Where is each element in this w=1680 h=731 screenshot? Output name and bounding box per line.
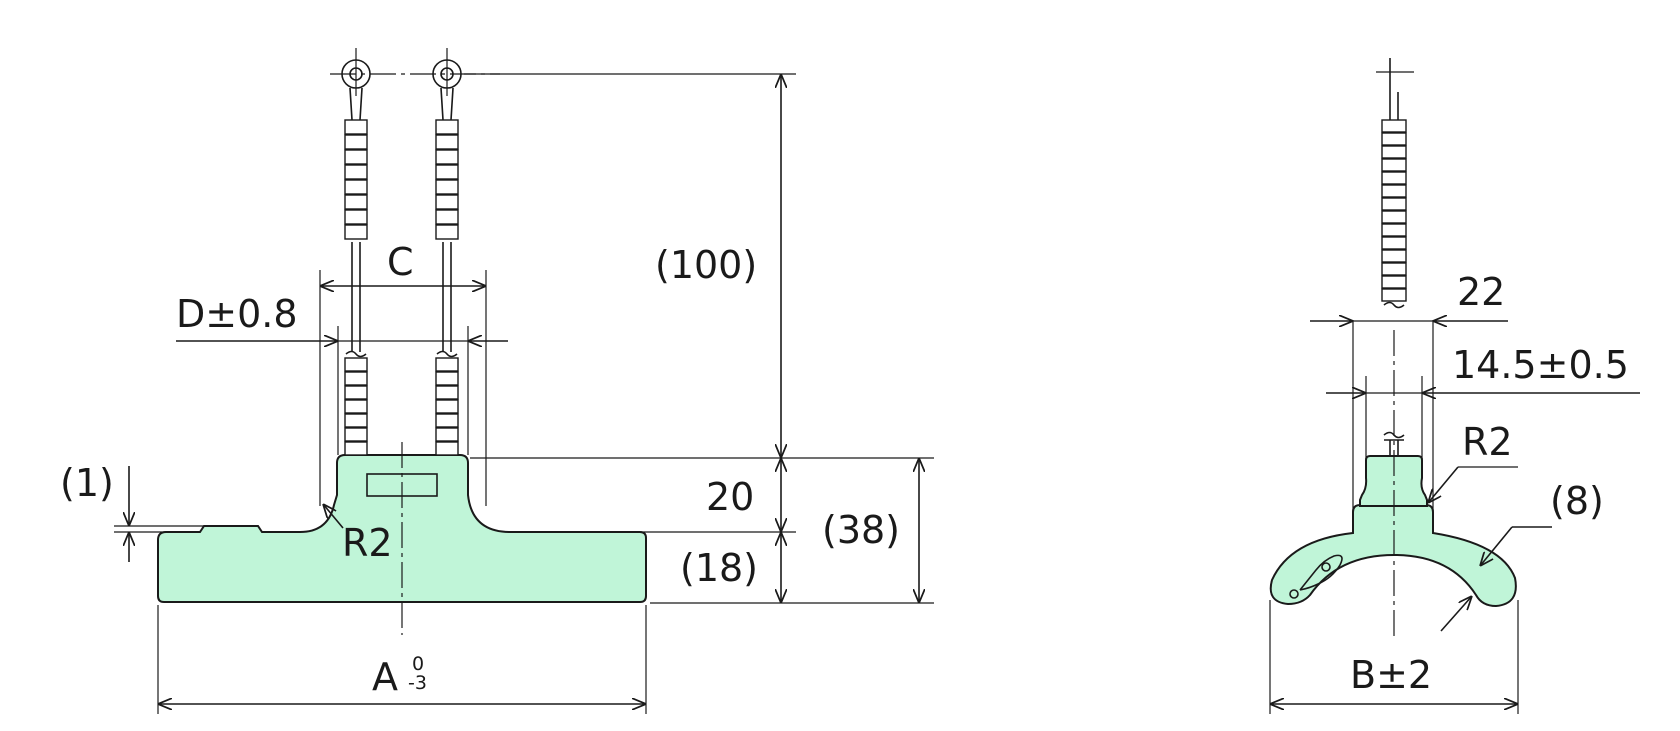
sleeve-bead xyxy=(1381,197,1407,211)
sleeve-bead xyxy=(435,119,459,135)
label-d: D±0.8 xyxy=(176,292,298,336)
label-total-height: (38) xyxy=(822,508,900,552)
sleeve-bead xyxy=(344,164,368,180)
sleeve-bead xyxy=(344,385,368,400)
sleeve-bead xyxy=(435,371,459,386)
sleeve-bead xyxy=(1381,249,1407,263)
sleeve-bead xyxy=(344,413,368,428)
label-a-tol-lower: -3 xyxy=(408,672,427,694)
sleeve-bead xyxy=(344,179,368,195)
sleeve-bead xyxy=(344,134,368,150)
label-lead-length: (100) xyxy=(655,243,757,287)
sleeve-bead xyxy=(435,134,459,150)
sleeve-bead xyxy=(344,399,368,414)
sleeve-bead xyxy=(435,164,459,180)
sleeve-bead xyxy=(1381,171,1407,185)
sleeve-bead xyxy=(1381,236,1407,250)
sleeve-bead xyxy=(1381,223,1407,237)
label-a-tol-upper: 0 xyxy=(412,653,424,675)
sleeve-bead xyxy=(1381,145,1407,159)
front-radius-leader xyxy=(323,504,344,529)
lead-wire-right xyxy=(432,48,462,456)
sleeve-bead xyxy=(435,427,459,442)
sleeve-bead xyxy=(344,427,368,442)
sleeve-bead xyxy=(1381,288,1407,302)
sleeve-bead xyxy=(344,149,368,165)
side-radius-leader xyxy=(1428,466,1459,503)
label-base-height: (18) xyxy=(680,546,758,590)
sleeve-bead xyxy=(435,149,459,165)
label-b: B±2 xyxy=(1350,653,1432,697)
label-width-inner: 14.5±0.5 xyxy=(1452,343,1629,387)
sleeve-bead xyxy=(344,371,368,386)
side-curved-base xyxy=(1269,504,1517,608)
side-lead-wire xyxy=(1376,58,1414,456)
sleeve-bead xyxy=(344,357,368,372)
sleeve-bead xyxy=(435,194,459,210)
label-side-radius: R2 xyxy=(1462,420,1513,464)
sleeve-bead xyxy=(435,179,459,195)
sleeve-bead xyxy=(435,441,459,456)
sleeve-bead xyxy=(435,413,459,428)
sleeve-bead xyxy=(435,224,459,240)
sleeve-bead xyxy=(1381,210,1407,224)
label-thickness: (8) xyxy=(1550,479,1604,523)
sleeve-bead xyxy=(1381,275,1407,289)
dim-thickness-arrow-bottom xyxy=(1440,596,1472,632)
sleeve-bead xyxy=(344,224,368,240)
sleeve-bead xyxy=(344,194,368,210)
sleeve-bead xyxy=(344,441,368,456)
dim-thickness-arrow-top xyxy=(1480,526,1513,566)
sleeve-bead xyxy=(435,209,459,225)
sleeve-bead xyxy=(1381,262,1407,276)
label-front-radius: R2 xyxy=(342,521,393,565)
sleeve-bead xyxy=(344,209,368,225)
sleeve-bead xyxy=(1381,132,1407,146)
label-a: A xyxy=(372,655,398,699)
lead-wire-left xyxy=(341,48,371,456)
label-width-outer: 22 xyxy=(1457,270,1505,314)
sleeve-bead xyxy=(1381,158,1407,172)
sleeve-bead xyxy=(435,399,459,414)
sleeve-bead xyxy=(1381,119,1407,133)
side-clip-detail xyxy=(1289,554,1343,599)
sleeve-bead xyxy=(1381,184,1407,198)
sleeve-bead xyxy=(435,385,459,400)
label-step: (1) xyxy=(60,461,114,505)
label-c: C xyxy=(387,240,414,284)
sleeve-bead xyxy=(435,357,459,372)
sleeve-bead xyxy=(344,119,368,135)
label-block-height: 20 xyxy=(706,475,754,519)
side-view: 22 14.5±0.5 R2 (8) B±2 xyxy=(1269,58,1640,714)
front-view: A 0 -3 C D±0.8 (100) 20 (38) (18) (1) R2 xyxy=(60,48,934,714)
